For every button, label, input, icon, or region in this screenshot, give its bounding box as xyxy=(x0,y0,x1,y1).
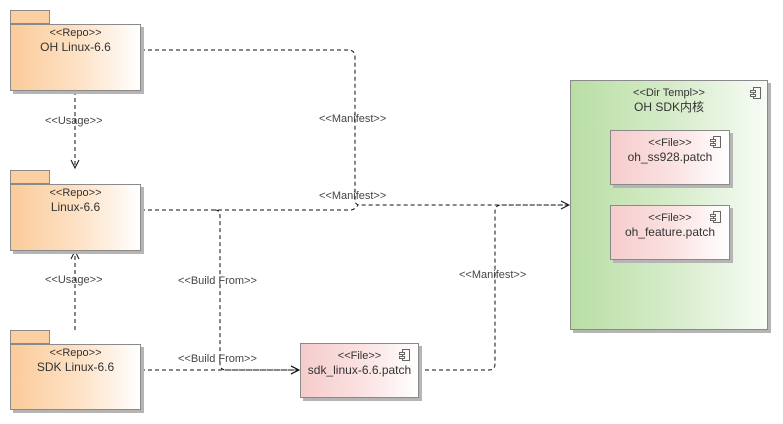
package-stereotype: <<Repo>> xyxy=(49,187,102,199)
file-name: oh_ss928.patch xyxy=(627,150,713,164)
manifest-edge-linux[interactable] xyxy=(141,204,359,211)
component-icon xyxy=(750,87,761,99)
component-icon xyxy=(399,349,410,361)
package-sdk-linux[interactable]: <<Repo>> SDK Linux-6.6 xyxy=(10,330,141,410)
file-stereotype: <<File>> xyxy=(337,350,382,362)
build-from-edge-linux[interactable] xyxy=(214,209,299,370)
package-tab xyxy=(10,330,50,344)
package-tab xyxy=(10,10,50,24)
usage-label: <<Usage>> xyxy=(45,274,103,286)
file-name: sdk_linux-6.6.patch xyxy=(307,363,412,377)
package-oh-linux[interactable]: <<Repo>> OH Linux-6.6 xyxy=(10,10,141,91)
component-icon xyxy=(710,211,721,223)
file-sdk-linux-patch[interactable]: <<File>> sdk_linux-6.6.patch xyxy=(300,343,419,398)
manifest-label: <<Manifest>> xyxy=(319,113,387,125)
component-icon xyxy=(710,136,721,148)
dir-name: OH SDK内核 xyxy=(633,100,704,114)
package-body: <<Repo>> OH Linux-6.6 xyxy=(10,24,141,91)
package-linux[interactable]: <<Repo>> Linux-6.6 xyxy=(10,170,141,251)
manifest-label: <<Manifest>> xyxy=(459,269,527,281)
file-oh-feature-patch[interactable]: <<File>> oh_feature.patch xyxy=(610,205,730,260)
manifest-label: <<Manifest>> xyxy=(319,190,387,202)
package-stereotype: <<Repo>> xyxy=(49,347,102,359)
build-from-label: <<Build From>> xyxy=(178,275,257,287)
build-from-label: <<Build From>> xyxy=(178,353,257,365)
package-name: Linux-6.6 xyxy=(50,200,101,214)
package-stereotype: <<Repo>> xyxy=(49,27,102,39)
package-name: SDK Linux-6.6 xyxy=(36,360,115,374)
file-name: oh_feature.patch xyxy=(624,225,716,239)
file-stereotype: <<File>> xyxy=(648,212,692,224)
manifest-edge-oh-linux[interactable] xyxy=(141,49,569,205)
package-tab xyxy=(10,170,50,184)
dir-stereotype: <<Dir Templ>> xyxy=(633,87,705,99)
file-stereotype: <<File>> xyxy=(648,137,692,149)
package-body: <<Repo>> SDK Linux-6.6 xyxy=(10,344,141,410)
file-oh-ss928-patch[interactable]: <<File>> oh_ss928.patch xyxy=(610,130,730,185)
usage-label: <<Usage>> xyxy=(45,115,103,127)
manifest-edge-patch[interactable] xyxy=(418,204,569,371)
package-name: OH Linux-6.6 xyxy=(40,40,111,54)
package-body: <<Repo>> Linux-6.6 xyxy=(10,184,141,251)
